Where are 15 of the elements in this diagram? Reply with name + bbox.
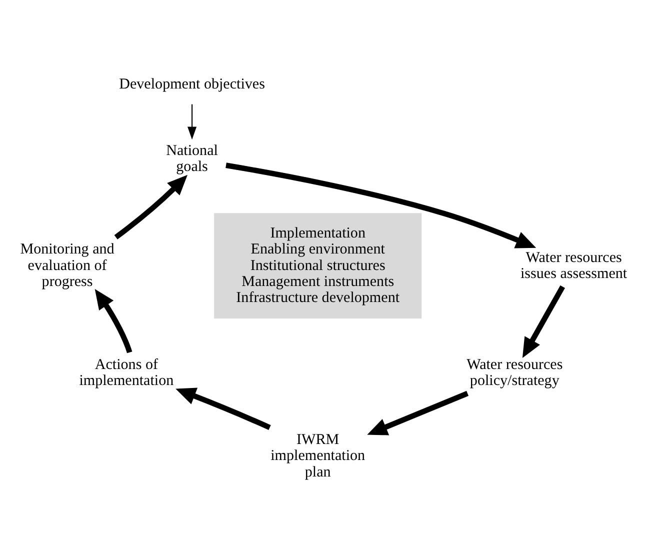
arrow (114, 174, 188, 239)
node-text: Development objectives (119, 76, 265, 92)
arrow (367, 390, 469, 435)
arrow (188, 104, 197, 140)
arrow (94, 288, 132, 353)
arrow (522, 284, 565, 358)
node-text: Water resources issues assessment (520, 249, 628, 282)
node-text: Water resources policy/strategy (466, 356, 563, 388)
arrow (176, 387, 271, 430)
node-box: Implementation Enabling environment Institutional structures Management instruments Infrastructure development (214, 212, 422, 318)
arrow (226, 162, 536, 248)
node-text: Actions of implementation (79, 356, 174, 388)
node-text: IWRM implementation plan (270, 432, 366, 480)
node-text: National goals (166, 142, 218, 174)
node-text: Monitoring and evaluation of progress (20, 241, 114, 290)
